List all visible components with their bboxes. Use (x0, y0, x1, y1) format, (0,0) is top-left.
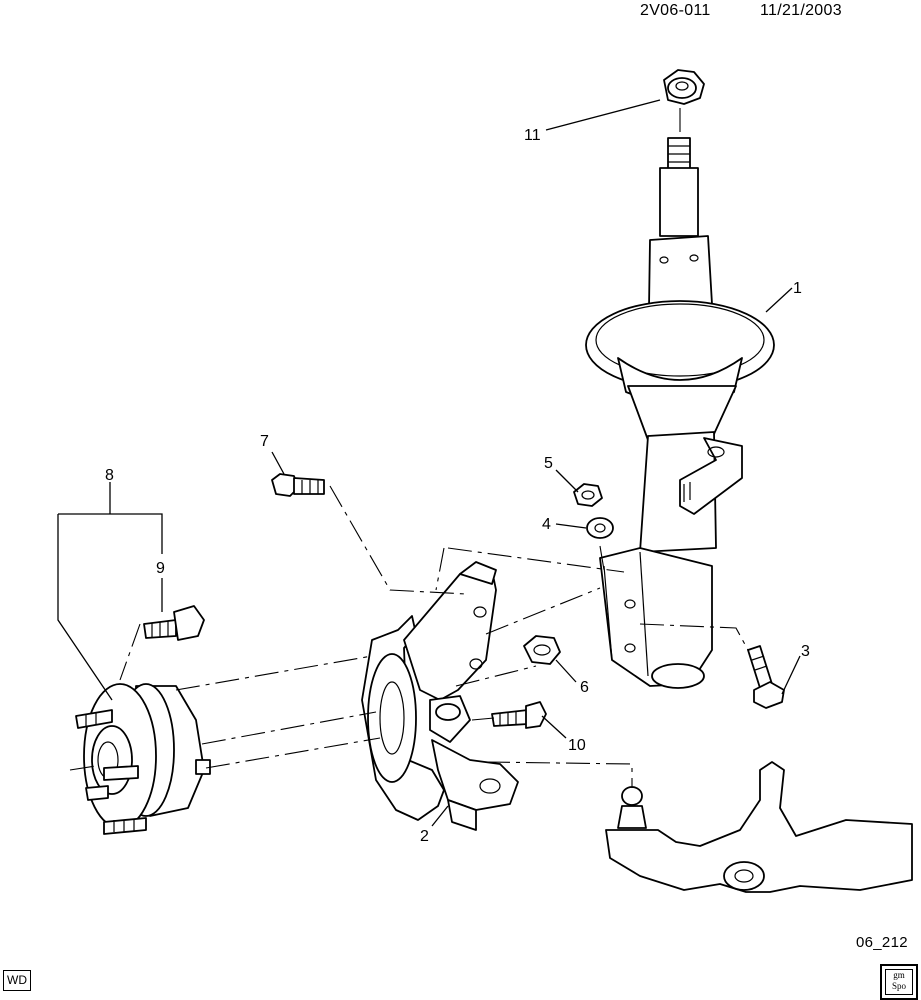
bolt-7 (271, 473, 325, 497)
washer-4 (586, 517, 614, 539)
callout-5: 5 (544, 455, 553, 472)
callout-6: 6 (580, 679, 589, 696)
callout-2: 2 (420, 828, 429, 845)
lower-control-arm (605, 761, 913, 893)
callout-11: 11 (524, 127, 541, 144)
strut-nut (663, 69, 705, 105)
callout-10: 10 (568, 737, 586, 754)
callout-8: 8 (105, 467, 114, 484)
callout-3: 3 (801, 643, 810, 660)
leader-lines (57, 99, 801, 827)
callout-9: 9 (156, 560, 165, 577)
assembly-lines (69, 108, 749, 788)
logo-text-bottom: Spo (891, 981, 906, 991)
strut-assembly (585, 137, 775, 689)
wd-badge: WD (3, 970, 31, 991)
logo-text-top: gm (893, 970, 905, 980)
bolt-3 (747, 645, 785, 709)
callout-4: 4 (542, 516, 551, 533)
callout-7: 7 (260, 433, 269, 450)
steering-knuckle (361, 561, 519, 831)
callout-labels: 11 1 5 4 7 8 9 3 6 10 2 (105, 127, 810, 845)
callout-1: 1 (793, 280, 802, 297)
document-id: 2V06-011 (640, 2, 711, 19)
hub-bearing (75, 683, 211, 835)
document-date: 11/21/2003 (760, 2, 842, 19)
gm-spo-logo: gm Spo (880, 964, 918, 1000)
bolt-9 (143, 605, 205, 641)
bolt-10 (491, 701, 547, 729)
nut-6 (523, 635, 561, 665)
nut-5 (573, 483, 603, 507)
figure-number: 06_212 (856, 934, 908, 951)
